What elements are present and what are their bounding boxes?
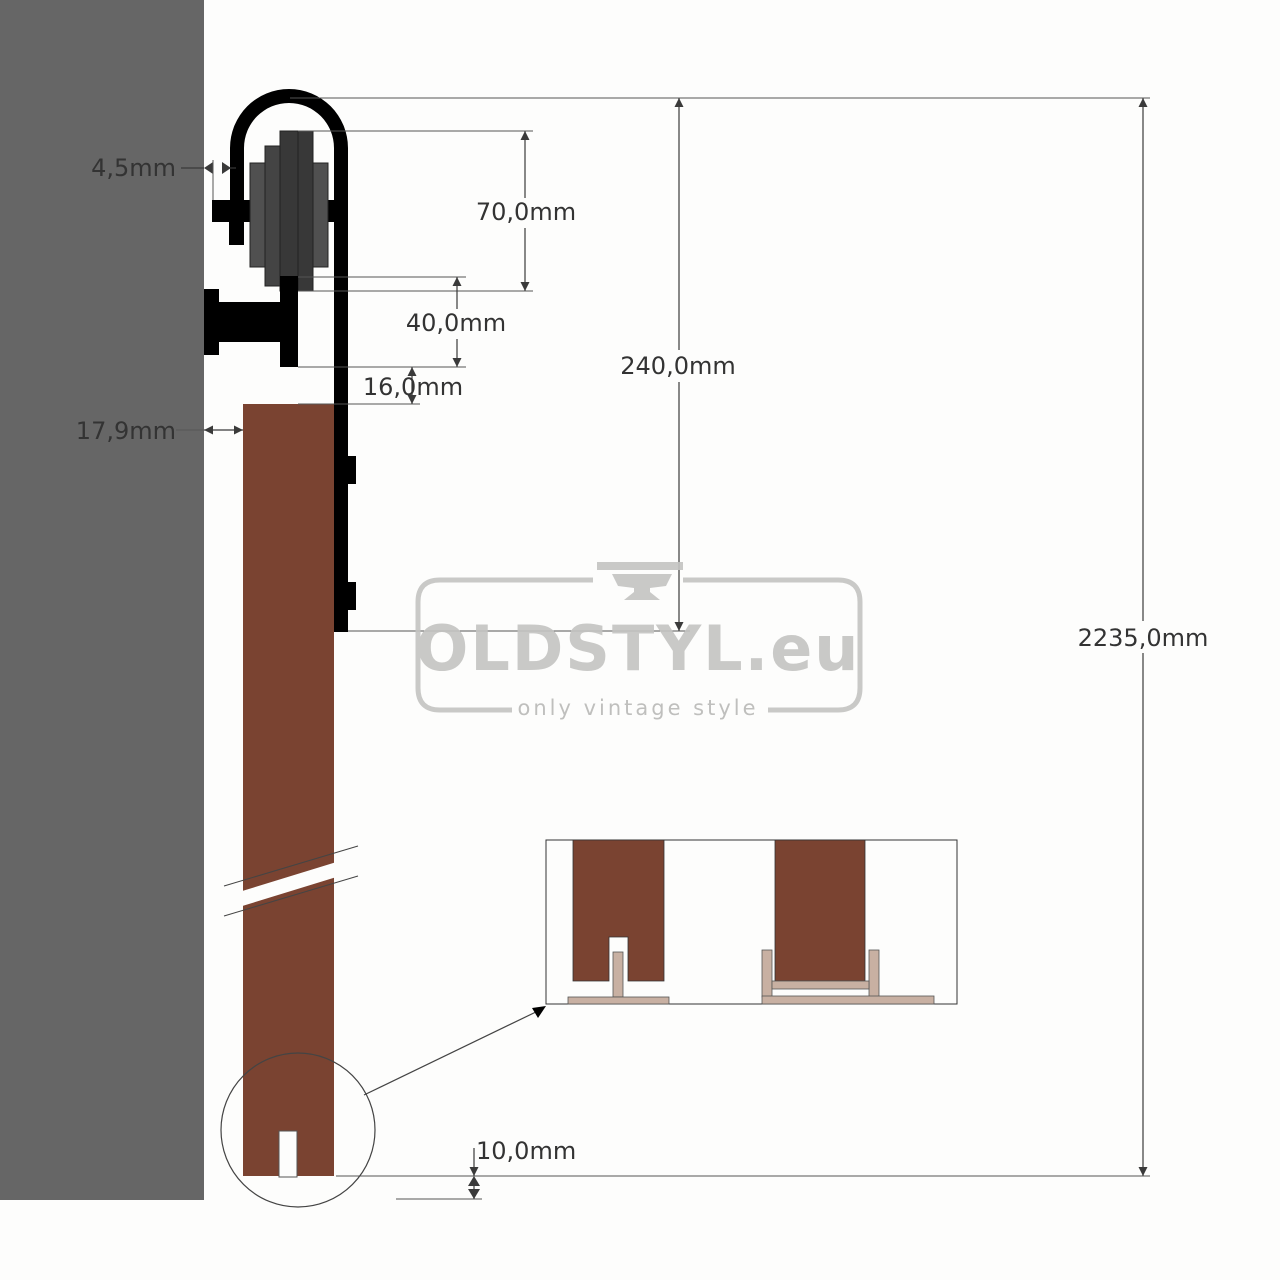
dim-total-height: 2235,0mm [336, 98, 1210, 1177]
detail-callout [220, 1006, 546, 1208]
dim-wheel-to-standoff: 40,0mm [298, 276, 506, 368]
door-bottom-groove [278, 1130, 298, 1178]
dim-gap-wall-wheel: 4,5mm [91, 154, 236, 200]
svg-text:10,0mm: 10,0mm [476, 1137, 576, 1165]
wall [0, 0, 204, 1200]
floor-guide-detail [545, 839, 958, 1005]
door-break-mark [223, 845, 359, 917]
svg-text:2235,0mm: 2235,0mm [1078, 624, 1209, 652]
svg-text:70,0mm: 70,0mm [476, 198, 576, 226]
dim-strap-height: 240,0mm [290, 97, 1150, 632]
wheel-roller [249, 130, 329, 292]
anvil-icon [597, 562, 683, 600]
door-panel [243, 404, 334, 1176]
hanger-strap [212, 89, 356, 632]
dim-gap-wall-door: 17,9mm [76, 417, 243, 445]
svg-text:240,0mm: 240,0mm [620, 352, 735, 380]
dim-wheel-height: 70,0mm [298, 130, 576, 292]
watermark-logo: OLDSTYL.eu only vintage style [415, 562, 863, 720]
svg-text:40,0mm: 40,0mm [406, 309, 506, 337]
svg-text:4,5mm: 4,5mm [91, 154, 176, 182]
dim-standoff-to-door: 16,0mm [298, 367, 463, 405]
watermark-tagline: only vintage style [517, 696, 758, 720]
wall-standoff [204, 276, 298, 367]
watermark-brand: OLDSTYL.eu [416, 612, 861, 685]
svg-text:16,0mm: 16,0mm [363, 373, 463, 401]
dim-floor-clearance: 10,0mm [396, 1137, 576, 1200]
svg-text:17,9mm: 17,9mm [76, 417, 176, 445]
